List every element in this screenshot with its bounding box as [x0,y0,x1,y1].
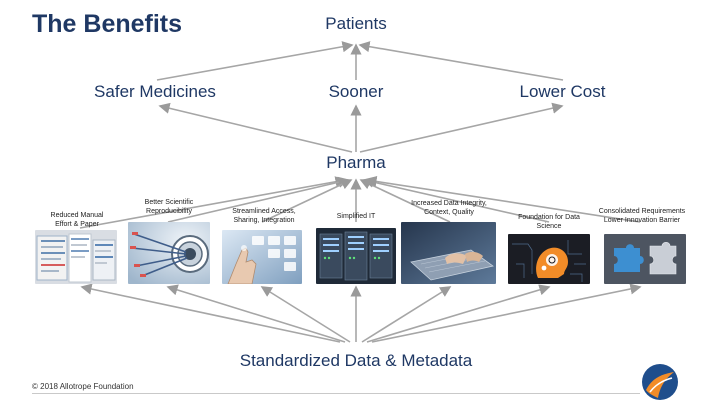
caption-scientific-reproducibility: Better Scientific Reproducibility [144,199,194,215]
allotrope-logo-icon [640,362,680,402]
caption-data-science: Foundation for Data Science [518,214,580,230]
server-rack-image [316,228,396,284]
benefit-lower-cost: Lower Cost [519,82,606,101]
ai-head-image [508,234,590,284]
caption-data-integrity: Increased Data Integrity, Context, Quali… [411,200,487,216]
benefit-sooner: Sooner [328,82,384,101]
laptop-typing-image [401,222,496,284]
caption-consolidated-requirements: Consolidated Requirements Lower Innovati… [598,208,686,224]
patients-label: Patients [325,14,387,33]
target-darts-image [128,222,210,284]
puzzle-pieces-image [604,234,686,284]
caption-simplified-it: Simplified IT [336,213,376,220]
caption-reduced-manual-effort: Reduced Manual Effort & Paper [50,212,104,228]
slide-title: The Benefits [32,10,183,38]
touchscreen-hand-image [222,230,302,284]
footer-divider [32,393,640,394]
paper-stacks-image [35,230,117,284]
caption-streamlined-access: Streamlined Access, Sharing, Integration [232,208,296,224]
standardized-data-label: Standardized Data & Metadata [239,351,473,370]
benefit-safer-medicines: Safer Medicines [94,82,216,101]
copyright-footer: © 2018 Allotrope Foundation [32,382,134,391]
pharma-label: Pharma [326,153,386,172]
